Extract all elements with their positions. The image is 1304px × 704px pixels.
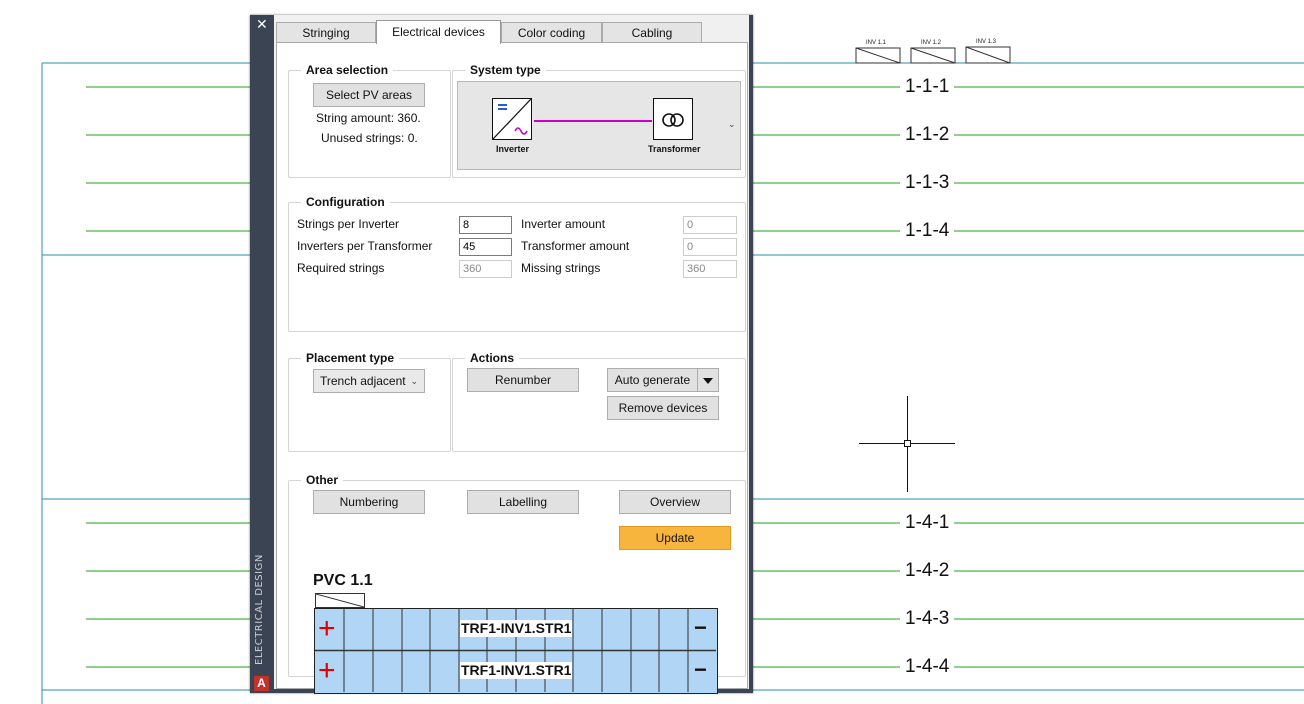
inverter-label: INV 1.3	[976, 39, 997, 45]
chevron-down-icon[interactable]: ⌄	[728, 119, 736, 129]
system-type-dropdown[interactable]: Inverter Transformer ⌄	[457, 81, 741, 170]
auto-generate-button[interactable]: Auto generate	[607, 368, 698, 392]
inverters-per-transformer-input[interactable]: 45	[459, 238, 512, 256]
inverter-amount-label: Inverter amount	[521, 217, 606, 231]
transformer-label: Transformer	[648, 144, 701, 154]
strings-per-inverter-input[interactable]: 8	[459, 216, 512, 234]
app-logo-icon: A	[254, 676, 269, 691]
minus-icon[interactable]: −	[694, 615, 707, 640]
palette-title-strip[interactable]: ✕ ELECTRICAL DESIGN A	[250, 15, 274, 693]
tab-cabling[interactable]: Cabling	[602, 22, 702, 43]
labelling-button[interactable]: Labelling	[467, 490, 579, 514]
missing-strings-field: 360	[683, 260, 737, 278]
configuration-title: Configuration	[301, 195, 390, 209]
pv-table-preview: + + − − TRF1-INV1.STR1 TRF1-INV1.STR1	[314, 608, 718, 694]
placement-type-value: Trench adjacent	[320, 374, 406, 388]
actions-group: Actions	[452, 351, 746, 452]
unused-strings-text: Unused strings: 0.	[321, 131, 418, 145]
missing-strings-label: Missing strings	[521, 261, 601, 275]
inverter-amount-field: 0	[683, 216, 737, 234]
area-selection-group: Area selection Select PV areas String am…	[288, 63, 451, 178]
chevron-down-icon: ⌄	[410, 376, 418, 386]
minus-icon[interactable]: −	[694, 657, 707, 682]
plus-icon[interactable]: +	[318, 654, 336, 687]
required-strings-field: 360	[459, 260, 512, 278]
renumber-button[interactable]: Renumber	[467, 368, 579, 392]
inverter-label: Inverter	[496, 144, 530, 154]
transformer-symbol-icon	[653, 98, 693, 140]
electrical-design-palette: ✕ ELECTRICAL DESIGN A Stringing Electric…	[250, 15, 753, 694]
select-pv-areas-button[interactable]: Select PV areas	[313, 83, 425, 107]
tab-electrical-devices[interactable]: Electrical devices	[376, 20, 501, 44]
plus-icon[interactable]: +	[318, 612, 336, 645]
system-type-group: System type	[452, 63, 746, 178]
string-name-label: TRF1-INV1.STR1	[460, 620, 573, 637]
transformer-amount-field: 0	[683, 238, 737, 256]
actions-title: Actions	[465, 351, 520, 365]
string-label[interactable]: 1-1-3	[900, 172, 955, 194]
required-strings-label: Required strings	[297, 261, 385, 275]
tab-bar: Stringing Electrical devices Color codin…	[274, 20, 749, 44]
inverter-label: INV 1.2	[921, 40, 942, 46]
area-selection-title: Area selection	[301, 63, 394, 77]
crosshair-pickbox	[904, 440, 911, 447]
auto-generate-split-button: Auto generate	[607, 368, 719, 392]
overview-button[interactable]: Overview	[619, 490, 731, 514]
preview-title: PVC 1.1	[313, 572, 373, 589]
string-label[interactable]: 1-1-4	[900, 220, 955, 242]
system-type-title: System type	[465, 63, 546, 77]
transformer-amount-label: Transformer amount	[521, 239, 630, 253]
string-amount-text: String amount: 360.	[316, 111, 421, 125]
string-label[interactable]: 1-4-2	[900, 560, 955, 582]
connection-line	[534, 120, 652, 122]
remove-devices-button[interactable]: Remove devices	[607, 396, 719, 420]
placement-type-title: Placement type	[301, 351, 400, 365]
other-title: Other	[301, 473, 344, 487]
strings-per-inverter-label: Strings per Inverter	[297, 217, 400, 231]
palette-content: Stringing Electrical devices Color codin…	[274, 15, 749, 694]
inverter-label: INV 1.1	[866, 40, 887, 46]
string-label[interactable]: 1-4-4	[900, 656, 955, 678]
tab-stringing[interactable]: Stringing	[276, 22, 376, 43]
update-button[interactable]: Update	[619, 526, 731, 550]
inverter-symbol-icon	[492, 98, 532, 140]
configuration-group: Configuration Strings per Inverter 8 Inv…	[288, 195, 746, 332]
preview-tag-icon	[315, 593, 365, 608]
string-label[interactable]: 1-4-1	[900, 512, 955, 534]
placement-type-group: Placement type Trench adjacent ⌄	[288, 351, 451, 452]
tab-color-coding[interactable]: Color coding	[501, 22, 602, 43]
palette-title: ELECTRICAL DESIGN	[254, 554, 265, 665]
string-label[interactable]: 1-1-1	[900, 76, 955, 98]
string-name-label: TRF1-INV1.STR1	[460, 662, 573, 679]
electrical-devices-panel: Area selection Select PV areas String am…	[276, 42, 748, 694]
inverter-symbols	[855, 46, 1011, 64]
string-label[interactable]: 1-1-2	[900, 124, 955, 146]
numbering-button[interactable]: Numbering	[313, 490, 425, 514]
string-label[interactable]: 1-4-3	[900, 608, 955, 630]
inverters-per-transformer-label: Inverters per Transformer	[297, 239, 433, 253]
close-icon[interactable]: ✕	[256, 17, 268, 33]
auto-generate-dropdown-arrow-icon[interactable]	[697, 368, 719, 392]
placement-type-select[interactable]: Trench adjacent ⌄	[313, 369, 425, 393]
